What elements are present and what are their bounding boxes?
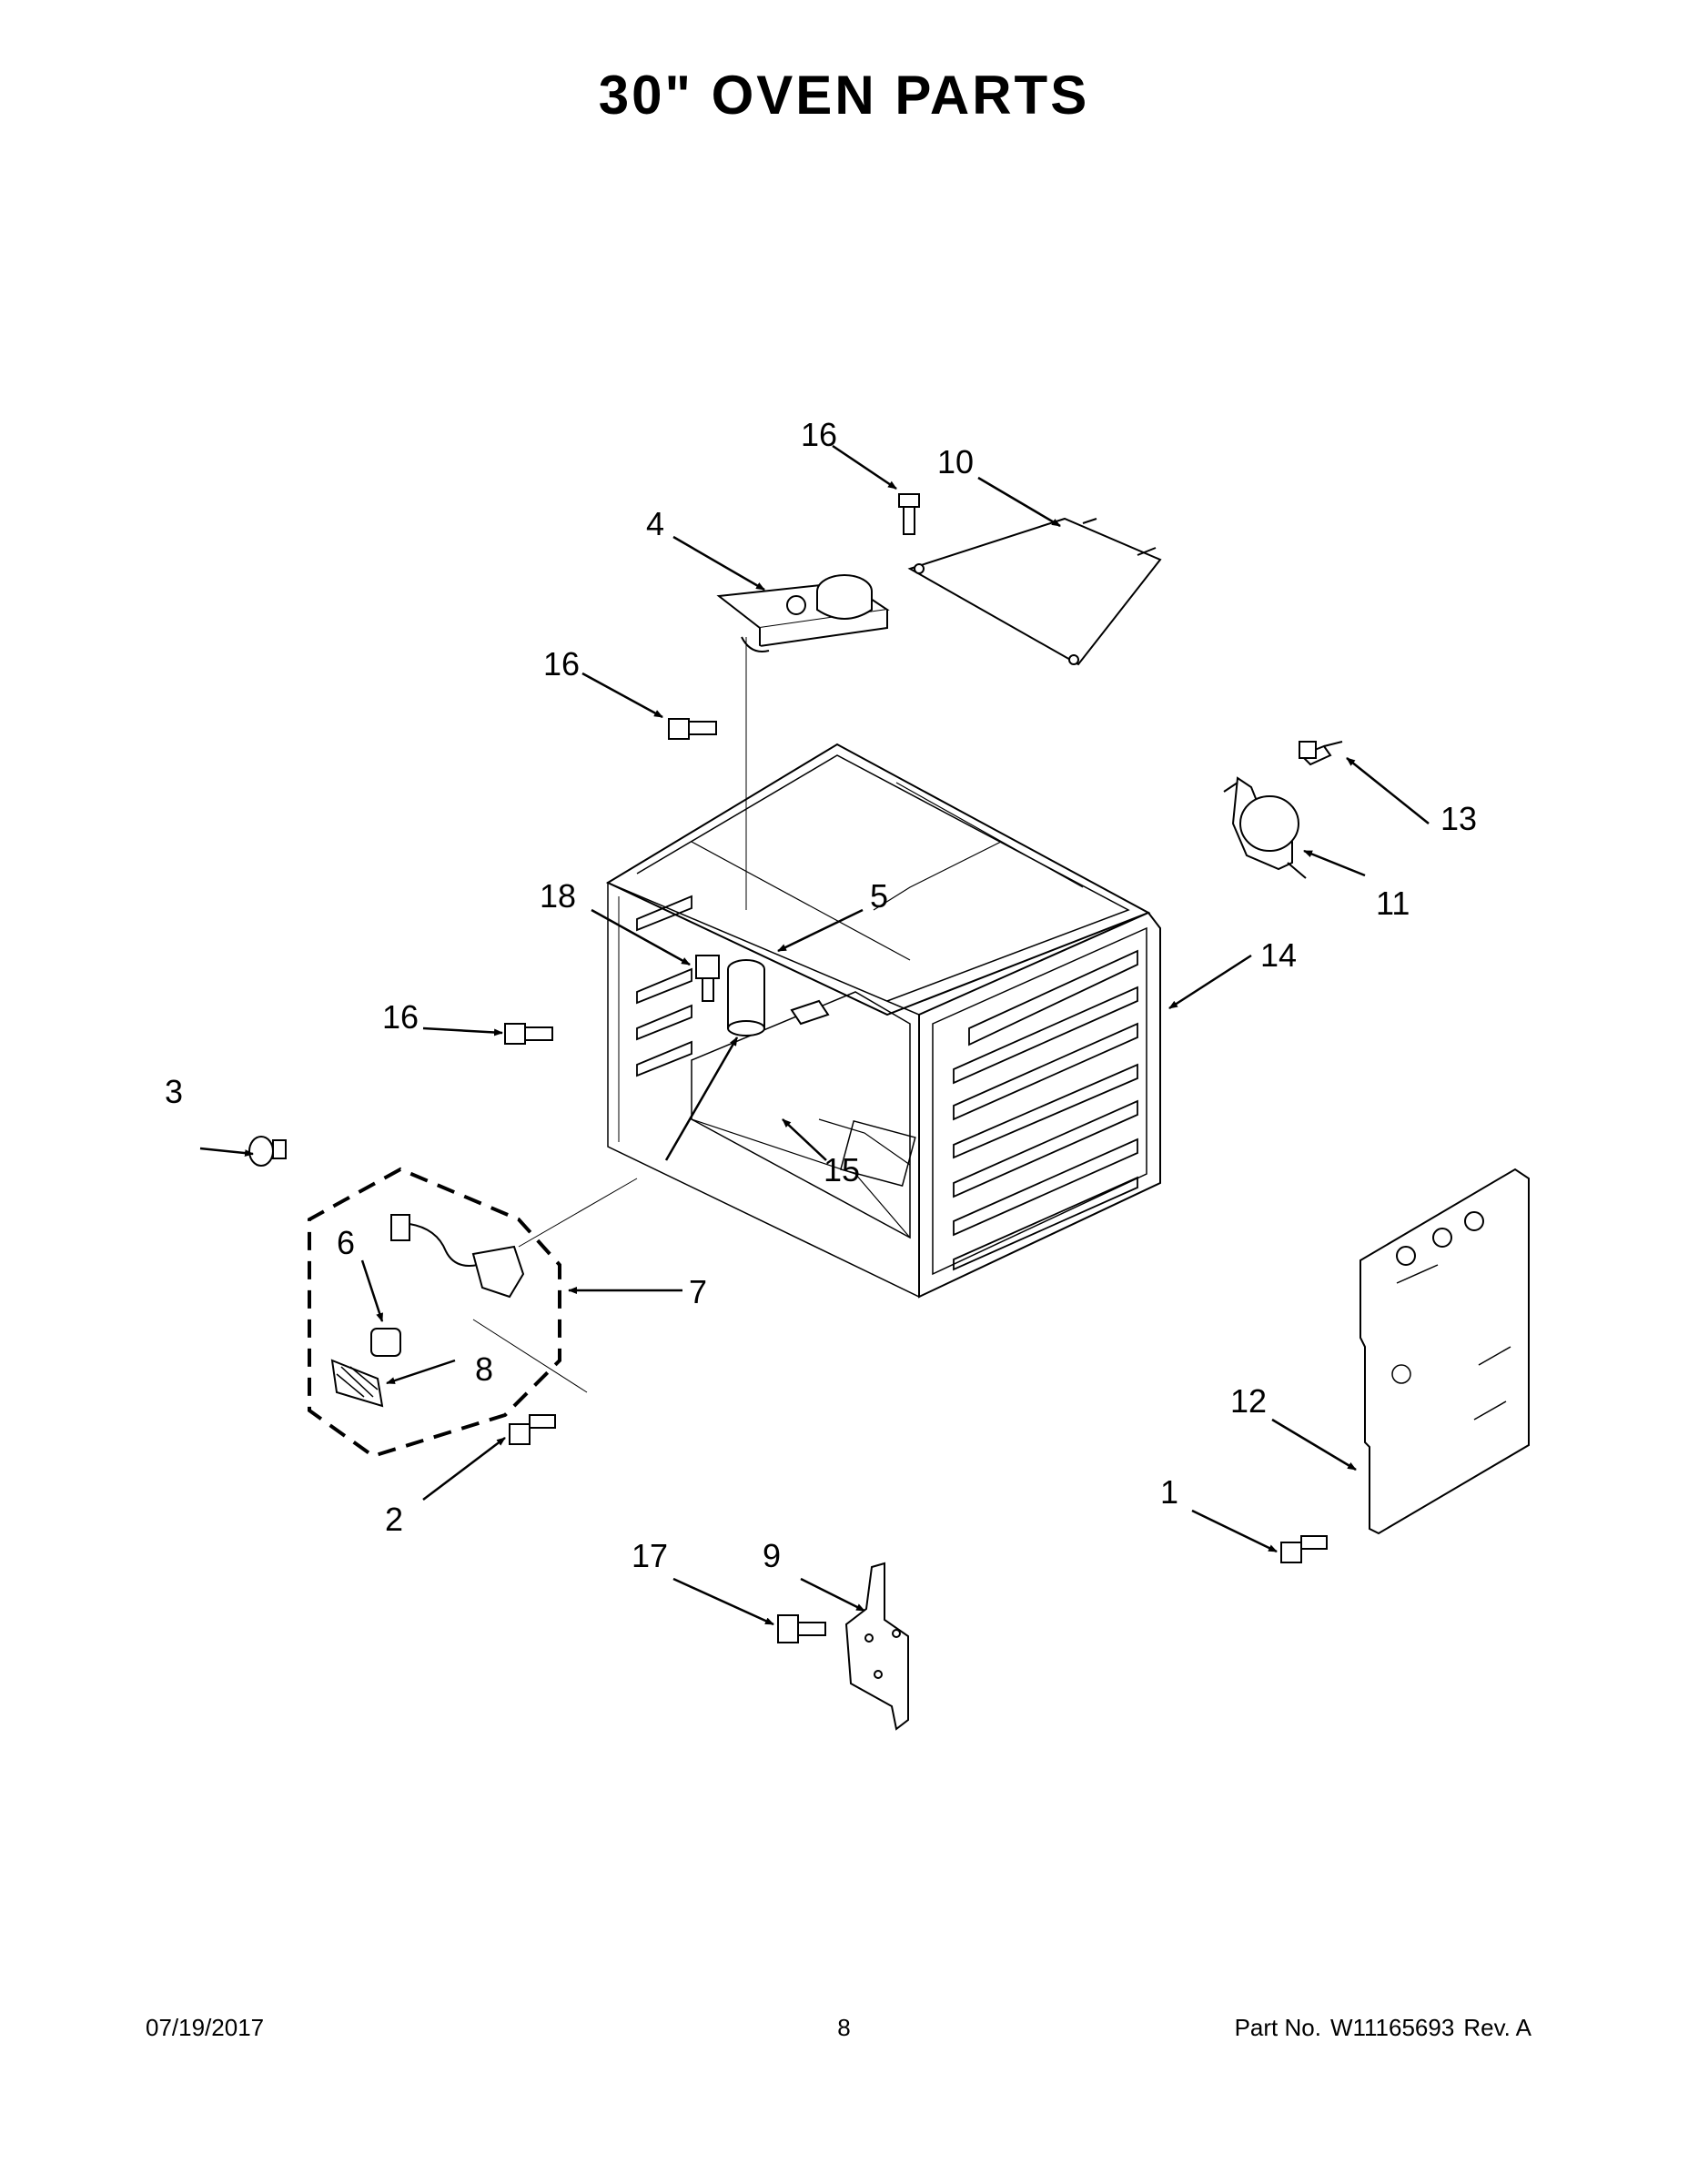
screw-part-16-mid	[668, 718, 717, 740]
screw-part-18	[695, 955, 720, 1002]
latch-cover-plate	[907, 517, 1162, 666]
light-socket-harness	[390, 1214, 525, 1299]
footer-part-info: Part No. W11165693 Rev. A	[1226, 2014, 1531, 2042]
screw-part-16-left	[504, 1023, 553, 1045]
callout-1: 1	[1160, 1473, 1178, 1511]
callout-4: 4	[646, 505, 664, 542]
thermal-cutout	[1223, 741, 1343, 879]
part-number: W11165693	[1329, 2014, 1455, 2041]
callout-16-left: 16	[382, 998, 419, 1036]
footer-page-number: 8	[837, 2014, 851, 2041]
oven-cavity	[605, 743, 1161, 1299]
screw-part-1	[1280, 1535, 1328, 1563]
screw-part-2	[509, 1414, 556, 1445]
screw-part-16-top	[898, 493, 920, 535]
callout-5: 5	[870, 877, 888, 915]
callout-15: 15	[824, 1151, 860, 1188]
callout-17: 17	[632, 1537, 668, 1574]
callout-8: 8	[475, 1350, 493, 1388]
callout-3: 3	[165, 1073, 183, 1110]
callout-14: 14	[1260, 936, 1297, 974]
callout-16-top: 16	[801, 416, 837, 453]
leader-arrows	[199, 444, 1430, 1626]
callout-2: 2	[385, 1501, 403, 1538]
door-latch-assembly	[716, 574, 890, 910]
revision: Rev. A	[1463, 2014, 1531, 2041]
light-assembly-kit	[308, 1167, 638, 1459]
part-label: Part No.	[1234, 2014, 1321, 2041]
callout-labels: 16 10 4 16 13 11 14 18 5 16 3 15 6 7 8 1…	[165, 416, 1477, 1574]
callout-13: 13	[1440, 800, 1477, 837]
callout-16-mid: 16	[543, 645, 580, 682]
light-lens	[330, 1359, 384, 1408]
callout-9: 9	[763, 1537, 781, 1574]
mounting-bracket	[844, 1562, 909, 1731]
callout-6: 6	[337, 1224, 355, 1261]
light-bulb	[370, 1328, 401, 1357]
screw-part-3	[248, 1136, 287, 1167]
callout-7: 7	[689, 1273, 707, 1310]
callout-10: 10	[937, 443, 974, 480]
callout-12: 12	[1230, 1382, 1267, 1420]
screw-part-17	[777, 1614, 826, 1643]
callout-11: 11	[1376, 885, 1410, 922]
callout-18: 18	[540, 877, 576, 915]
page-title: 30" OVEN PARTS	[598, 65, 1090, 126]
screw-part-13	[1299, 741, 1317, 759]
side-panel	[1359, 1168, 1530, 1535]
part-5-component	[727, 959, 830, 1036]
footer-date: 07/19/2017	[146, 2014, 265, 2041]
